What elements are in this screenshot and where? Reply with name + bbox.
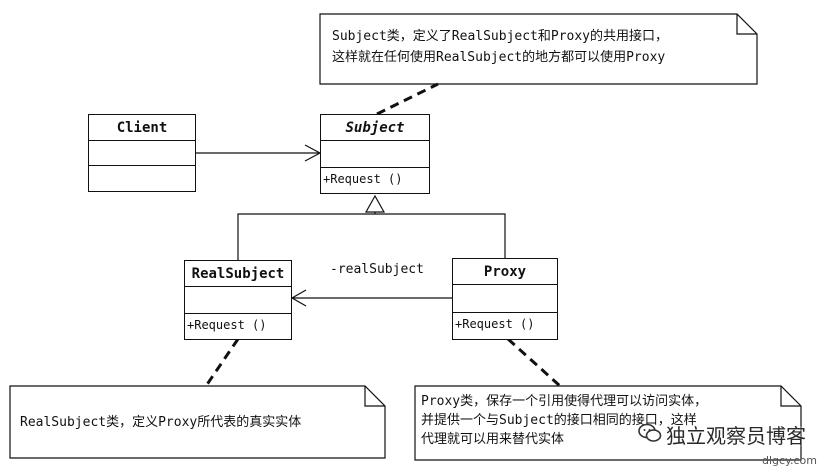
proxy-note-shape — [414, 385, 802, 461]
real-subject-note-line-1: RealSubject类，定义Proxy所代表的真实实体 — [20, 415, 302, 430]
subject-note: Subject类，定义了RealSubject和Proxy的共用接口， 这样就在… — [320, 14, 757, 84]
proxy-note-line-3: 代理就可以用来替代实体 — [421, 432, 565, 447]
subject-class-name: Subject — [321, 115, 429, 141]
subject-note-anchor — [376, 82, 439, 116]
client-operations — [89, 166, 195, 191]
real-subject-attributes — [185, 287, 291, 314]
proxy-note-line-1: Proxy类，保存一个引用使得代理可以访问实体， — [421, 394, 708, 409]
real-subject-class[interactable]: RealSubject +Request () — [184, 260, 292, 340]
proxy-note: Proxy类，保存一个引用使得代理可以访问实体， 并提供一个与Subject的接… — [415, 386, 801, 460]
client-attributes — [89, 141, 195, 166]
proxy-note-anchor — [506, 337, 562, 388]
subject-note-line-1: Subject类，定义了RealSubject和Proxy的共用接口， — [332, 29, 669, 44]
watermark-text: 独立观察员博客 — [666, 424, 806, 448]
subject-note-line-2: 这样就在任何使用RealSubject的地方都可以使用Proxy — [332, 50, 666, 65]
proxy-class[interactable]: Proxy +Request () — [452, 258, 558, 340]
subject-note-shape — [319, 13, 758, 85]
proxy-note-line-2: 并提供一个与Subject的接口相同的接口，这样 — [421, 413, 697, 428]
subject-class[interactable]: Subject +Request () — [320, 114, 430, 194]
proxy-class-name: Proxy — [453, 259, 557, 285]
client-class[interactable]: Client — [88, 114, 196, 192]
subject-operation: +Request () — [323, 172, 403, 186]
generalization-arrows — [237, 194, 506, 260]
site-url[interactable]: dlgcy.com — [762, 454, 817, 467]
real-subject-class-name: RealSubject — [185, 261, 291, 287]
client-class-name: Client — [89, 115, 195, 141]
association-label: -realSubject — [330, 262, 424, 277]
real-subject-note: RealSubject类，定义Proxy所代表的真实实体 — [10, 386, 385, 458]
proxy-real-subject-association — [290, 289, 452, 307]
real-subject-note-anchor — [204, 338, 240, 387]
client-subject-association — [195, 144, 322, 162]
proxy-attributes — [453, 285, 557, 313]
wechat-icon — [638, 423, 662, 442]
real-subject-note-shape — [9, 385, 386, 459]
subject-attributes — [321, 141, 429, 168]
proxy-operation: +Request () — [455, 317, 535, 331]
real-subject-operation: +Request () — [187, 318, 267, 332]
